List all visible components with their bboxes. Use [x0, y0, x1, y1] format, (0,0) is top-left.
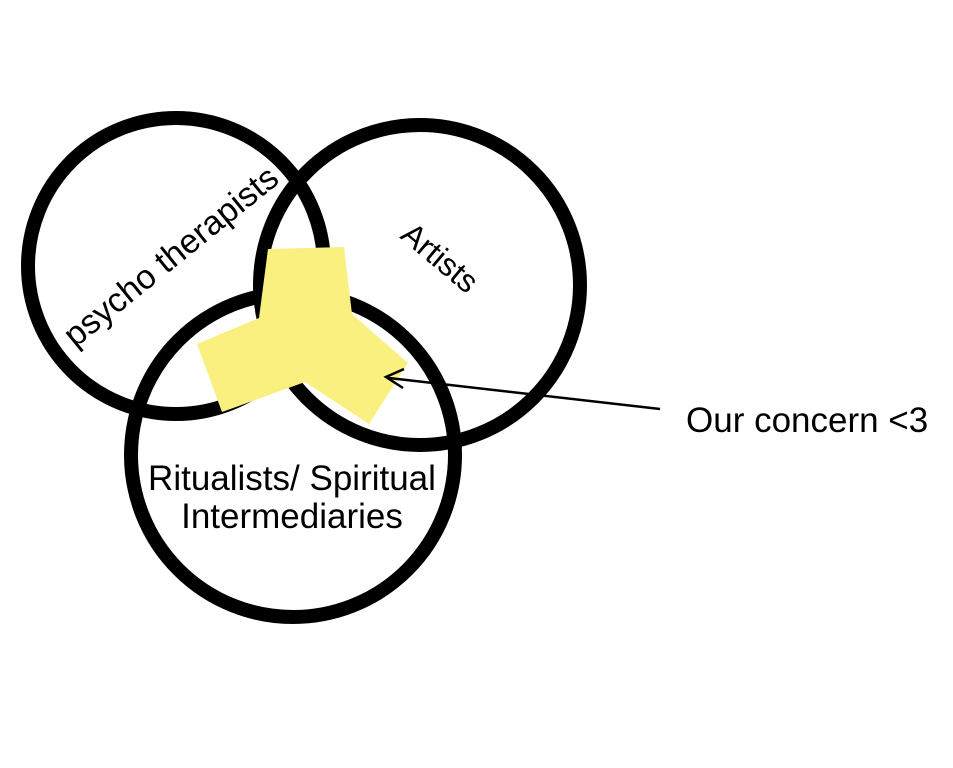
- annotation-label: Our concern <3: [686, 401, 928, 440]
- circle-label-ritualists-line2: Intermediaries: [181, 497, 403, 536]
- circle-label-ritualists-line1: Ritualists/ Spiritual: [148, 459, 436, 498]
- annotation-arrow-line: [388, 376, 661, 411]
- venn-circle-artists: [253, 118, 587, 452]
- circle-label-artists: Artists: [394, 215, 485, 300]
- highlight-region: [197, 247, 408, 424]
- arrowhead-icon: [383, 367, 405, 390]
